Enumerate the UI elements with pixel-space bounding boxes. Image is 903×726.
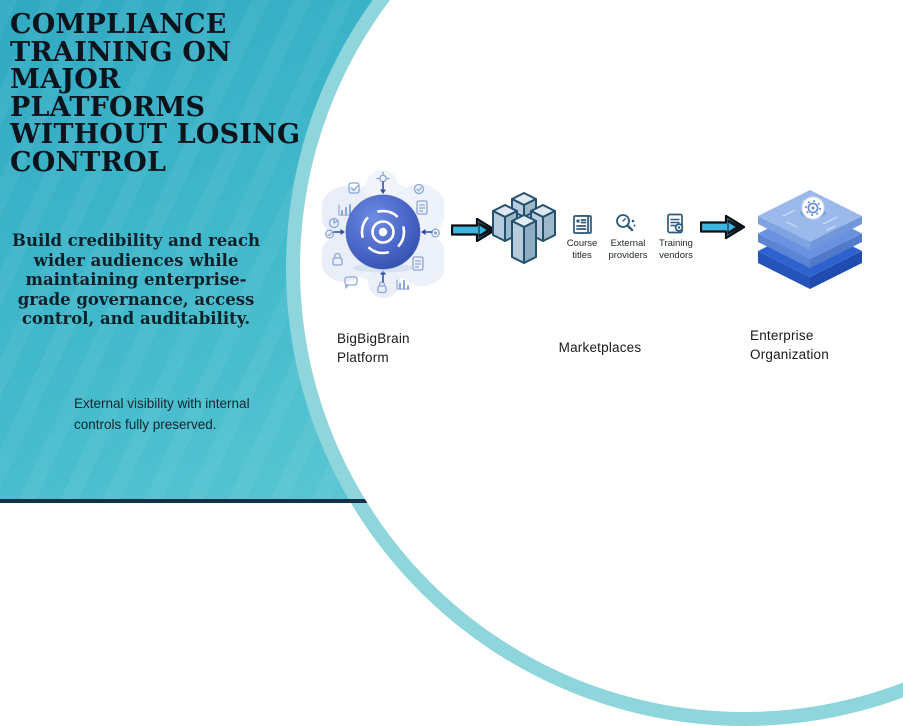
stack-badge-icon <box>800 196 826 220</box>
page-title: COMPLIANCE TRAINING ON MAJOR PLATFORMS W… <box>10 11 320 176</box>
title-line: TRAINING ON <box>10 36 231 68</box>
tagline-line: controls fully preserved. <box>74 417 217 432</box>
title-line: CONTROL <box>10 146 167 178</box>
training-vendors-icon <box>667 213 684 234</box>
title-line: PLATFORMS <box>10 91 206 123</box>
platform-label-line: Platform <box>337 350 389 365</box>
pie-chart-icon <box>328 217 340 229</box>
document-icon <box>412 256 424 271</box>
flow-arrow-icon <box>700 214 746 240</box>
control-hub-circle <box>345 194 421 273</box>
course-titles-icon <box>573 215 592 234</box>
lock-icon <box>377 281 387 294</box>
document-icon <box>416 200 428 215</box>
feed-label-line: Training <box>659 238 693 249</box>
training-vendors-label: Training vendors <box>652 238 700 261</box>
flow-arrow-icon <box>451 217 497 243</box>
chat-bubble-icon <box>344 276 358 289</box>
subtitle-line: maintaining enterprise- <box>25 270 247 289</box>
enterprise-label-line: Organization <box>750 347 829 362</box>
cubes-cluster-icon <box>492 192 556 264</box>
lock-icon <box>332 252 343 266</box>
feed-label-line: titles <box>572 249 592 261</box>
bottom-accent-bar <box>0 499 380 503</box>
external-providers-label: External providers <box>601 238 655 261</box>
platform-label-line: BigBigBrain <box>337 331 410 346</box>
platform-label: BigBigBrain Platform <box>337 329 410 367</box>
title-line: WITHOUT LOSING <box>10 119 301 150</box>
feed-label-line: providers <box>608 249 648 261</box>
subtitle-text: Build credibility and reach wider audien… <box>0 231 272 329</box>
feed-label-line: vendors <box>659 249 693 261</box>
stack-layer-top <box>758 190 862 250</box>
feed-label-line: External <box>610 238 646 249</box>
feed-label-line: Course <box>566 238 598 249</box>
gear-icon <box>431 228 440 238</box>
check-square-icon <box>348 182 360 194</box>
title-line: MAJOR <box>10 64 121 95</box>
tagline-line: External visibility with internal <box>74 396 250 411</box>
platform-hub-icon <box>322 170 444 298</box>
marketplaces-label: Marketplaces <box>558 340 642 355</box>
tagline-text: External visibility with internal contro… <box>74 393 306 435</box>
title-line: COMPLIANCE <box>10 9 227 40</box>
subtitle-line: Build credibility and reach <box>12 231 260 250</box>
enterprise-label-line: Enterprise <box>750 328 814 343</box>
enterprise-label: Enterprise Organization <box>750 326 829 364</box>
check-circle-icon <box>325 229 334 239</box>
bar-chart-icon <box>396 279 410 290</box>
course-titles-label: Course titles <box>556 238 608 261</box>
check-circle-icon <box>413 183 425 195</box>
external-providers-icon <box>616 214 636 232</box>
subtitle-line: wider audiences while <box>33 250 239 270</box>
subtitle-line: grade governance, access <box>17 289 255 309</box>
subtitle-line: control, and auditability. <box>21 309 251 328</box>
layered-stack-icon <box>758 190 862 289</box>
